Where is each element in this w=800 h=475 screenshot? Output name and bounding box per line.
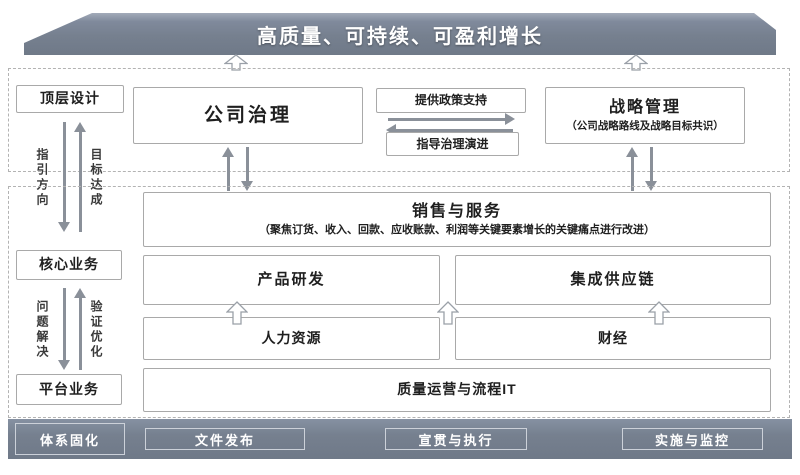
footer-item-promotion-execution: 宣贯与执行 [385,428,527,450]
up-arrow-icon [74,288,87,370]
down-arrow-icon [58,122,71,232]
hollow-up-arrow-icon [224,54,248,71]
up-arrow-icon [626,147,639,191]
footer-item-implementation-monitoring: 实施与监控 [622,428,763,450]
supply-chain-box: 集成供应链 [455,255,771,305]
top-section [8,68,790,172]
core-business-box: 核心业务 [16,250,122,280]
strategy-subtitle: （公司战略路线及战略目标共识） [566,119,724,132]
banner: 高质量、可持续、可盈利增长 [24,13,776,55]
down-arrow-icon [241,147,254,191]
problem-solving-label: 问题解决 [35,300,49,360]
goal-achievement-label: 目标达成 [89,148,103,208]
sales-service-box: 销售与服务 （聚焦订货、收入、回款、应收账款、利润等关键要素增长的关键痛点进行改… [143,192,771,247]
platform-business-box: 平台业务 [16,374,122,405]
corporate-governance-box: 公司治理 [133,87,363,144]
down-arrow-icon [58,288,71,370]
hollow-up-arrow-icon [624,54,648,71]
strategy-title: 战略管理 [608,98,681,116]
left-arrow-icon [386,124,513,137]
strategy-management-box: 战略管理 （公司战略路线及战略目标共识） [545,87,745,144]
down-arrow-icon [645,147,658,191]
footer-bar: 体系固化 文件发布 宣贯与执行 实施与监控 [8,419,792,459]
sales-title: 销售与服务 [411,202,502,220]
hollow-up-arrow-icon [437,301,459,325]
core-section [8,186,790,418]
guide-direction-label: 指引方向 [35,148,49,208]
product-rd-box: 产品研发 [143,255,440,305]
footer-item-document-release: 文件发布 [145,428,305,450]
finance-box: 财经 [455,317,771,360]
hr-box: 人力资源 [143,317,440,360]
right-arrow-icon [388,113,515,126]
up-arrow-icon [222,147,235,191]
quality-it-box: 质量运营与流程IT [143,368,771,412]
banner-title: 高质量、可持续、可盈利增长 [257,25,543,48]
hollow-up-arrow-icon [648,301,670,325]
up-arrow-icon [74,122,87,232]
sales-subtitle: （聚焦订货、收入、回款、应收账款、利润等关键要素增长的关键痛点进行改进） [259,223,655,236]
verify-optimize-label: 验证优化 [89,300,103,360]
hollow-up-arrow-icon [226,301,248,325]
top-design-box: 顶层设计 [16,85,124,113]
policy-support-box: 提供政策支持 [376,88,526,113]
system-solidify-label: 体系固化 [15,423,125,455]
guide-evolution-box: 指导治理演进 [386,132,519,156]
